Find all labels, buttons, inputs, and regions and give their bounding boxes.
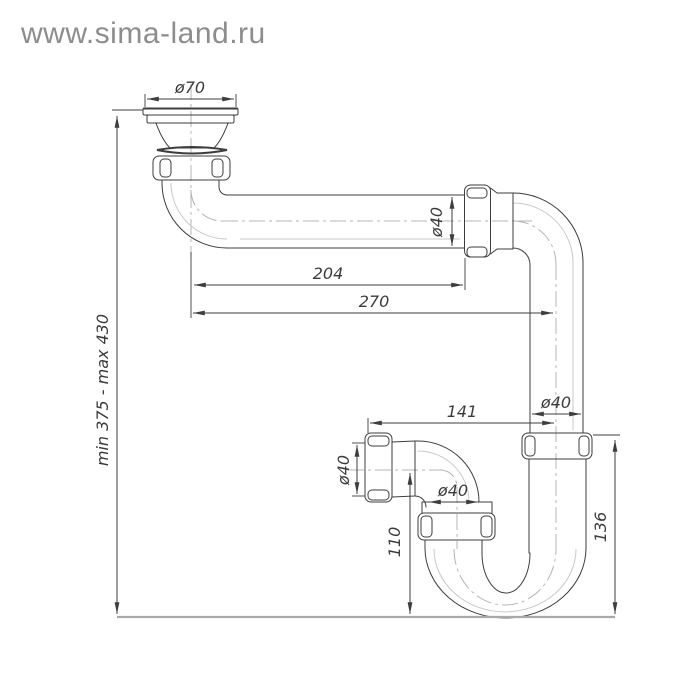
elbow-inner-wall <box>218 179 465 196</box>
nut-facet <box>367 489 390 501</box>
elbow-outer-wall <box>161 179 465 249</box>
centerlines <box>190 84 557 606</box>
nut-facet <box>420 515 433 538</box>
socket-taper <box>490 248 514 255</box>
dimension-height-range: min 375 - max 430 <box>93 109 143 614</box>
dim-height-136-label: 136 <box>591 512 610 543</box>
dim-height-range-label: min 375 - max 430 <box>93 314 112 466</box>
elbow-outer-wall <box>512 192 584 434</box>
dim-elbow-outlet-diameter-label: ø40 <box>437 481 468 500</box>
nut-facet <box>211 158 224 178</box>
inlet-nut-elbow <box>364 432 493 514</box>
right-elbow-standpipe <box>512 192 584 434</box>
dimension-strainer-diameter: ø70 <box>144 78 237 107</box>
sink-strainer <box>142 107 239 181</box>
dimension-height-110: 110 <box>385 473 413 614</box>
dim-height-110-label: 110 <box>385 527 404 558</box>
nut-facet <box>367 435 390 447</box>
socket-taper <box>490 187 514 194</box>
nut-facet <box>466 187 488 199</box>
dimension-length-141: 141 <box>367 402 554 433</box>
dim-standpipe-diameter-label: ø40 <box>540 393 571 412</box>
horizontal-outlet-pipe <box>161 179 465 249</box>
elbow-inner-wall <box>512 247 531 434</box>
inlet-nut <box>364 432 393 503</box>
p-trap <box>417 512 587 619</box>
surface-highlight-arcs <box>170 182 577 613</box>
dimension-length-270: 270 <box>193 292 553 316</box>
nut-facet <box>159 158 172 178</box>
nut-facet <box>480 515 493 538</box>
strainer-tapered-body <box>155 122 229 149</box>
u-bend-outer <box>424 547 587 619</box>
dimension-length-204: 204 <box>190 252 466 318</box>
nut-facet <box>578 435 590 457</box>
nut-facet <box>524 435 536 457</box>
dimension-elbow-outlet-diameter: ø40 <box>429 481 478 505</box>
strainer-flange-lower-disc <box>146 114 235 124</box>
dim-length-270-label: 270 <box>359 292 390 311</box>
dim-length-141-label: 141 <box>447 402 478 421</box>
dimension-pipe-diameter-top: ø40 <box>427 197 455 246</box>
watermark-text: www.sima-land.ru <box>20 17 266 50</box>
trap-nut <box>417 512 496 541</box>
u-bend-inner <box>481 552 531 594</box>
strainer-coupling-nut <box>152 155 231 181</box>
dimension-standpipe-diameter: ø40 <box>532 393 581 417</box>
dimension-height-136: 136 <box>591 434 620 614</box>
dim-inlet-diameter-label: ø40 <box>334 455 353 486</box>
dimension-inlet-diameter: ø40 <box>334 442 365 497</box>
dim-length-204-label: 204 <box>313 264 344 283</box>
strainer-gasket <box>156 146 228 155</box>
dim-pipe-diameter-top-label: ø40 <box>427 207 446 238</box>
inlet-pipe-edge <box>391 495 416 498</box>
pipe-coupling-nut <box>464 184 514 258</box>
elbow-outer-wall <box>417 440 480 503</box>
elbow-inner-wall <box>414 495 427 508</box>
nut-facet <box>466 246 488 258</box>
inlet-pipe-edge <box>391 440 419 443</box>
dim-strainer-diameter-label: ø70 <box>174 78 205 97</box>
standpipe-nut <box>521 432 593 554</box>
